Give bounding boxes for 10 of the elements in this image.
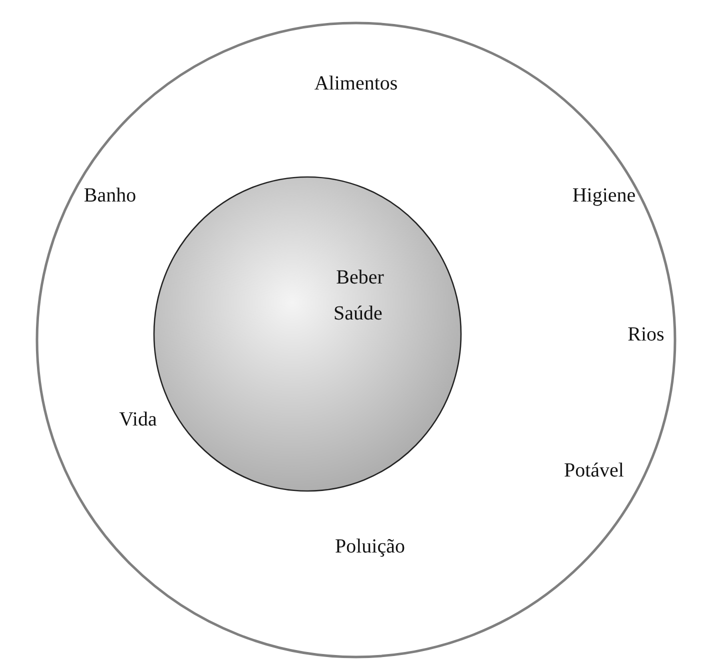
word-label: Poluição (335, 536, 405, 558)
word-label: Potável (564, 460, 624, 482)
word-label: Alimentos (314, 72, 398, 96)
word-label: Rios (628, 324, 664, 346)
word-label: Vida (119, 408, 157, 432)
word-label: Banho (84, 184, 136, 208)
circle-region (36, 22, 676, 658)
word-label: Higiene (572, 184, 636, 208)
word-label: Saúde (334, 302, 382, 326)
word-label: Beber (336, 266, 384, 290)
